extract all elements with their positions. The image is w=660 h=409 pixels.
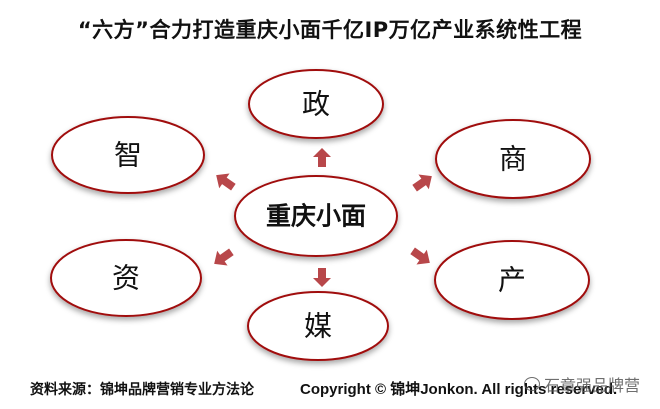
arrow-lower-right [410, 247, 430, 265]
node-upper-right-label: 商 [499, 143, 527, 176]
watermark: 石章强品牌营 [524, 372, 640, 396]
arrow-upper-right [412, 174, 432, 192]
node-top-label: 政 [302, 88, 330, 121]
page-title: “六方”合力打造重庆小面千亿IP万亿产业系统性工程 [77, 18, 583, 42]
source-note: 资料来源：锦坤品牌营销专业方法论 [30, 382, 254, 398]
arrow-lower-left [214, 248, 234, 266]
node-bottom: 媒 [247, 291, 389, 361]
node-center-label: 重庆小面 [266, 202, 366, 231]
node-lower-right: 产 [434, 240, 590, 320]
node-bottom-label: 媒 [304, 310, 332, 343]
arrow-upper-left [216, 173, 236, 191]
node-upper-right: 商 [435, 119, 591, 199]
arrow-up [313, 148, 331, 167]
node-lower-right-label: 产 [498, 264, 526, 297]
node-upper-left-label: 智 [114, 139, 142, 172]
node-center: 重庆小面 [234, 175, 398, 257]
node-lower-left: 资 [50, 239, 202, 317]
node-upper-left: 智 [51, 116, 205, 194]
arrow-down [313, 268, 331, 287]
node-lower-left-label: 资 [112, 262, 140, 295]
node-top: 政 [248, 69, 384, 139]
wechat-icon [524, 377, 540, 391]
watermark-text: 石章强品牌营 [544, 376, 641, 395]
